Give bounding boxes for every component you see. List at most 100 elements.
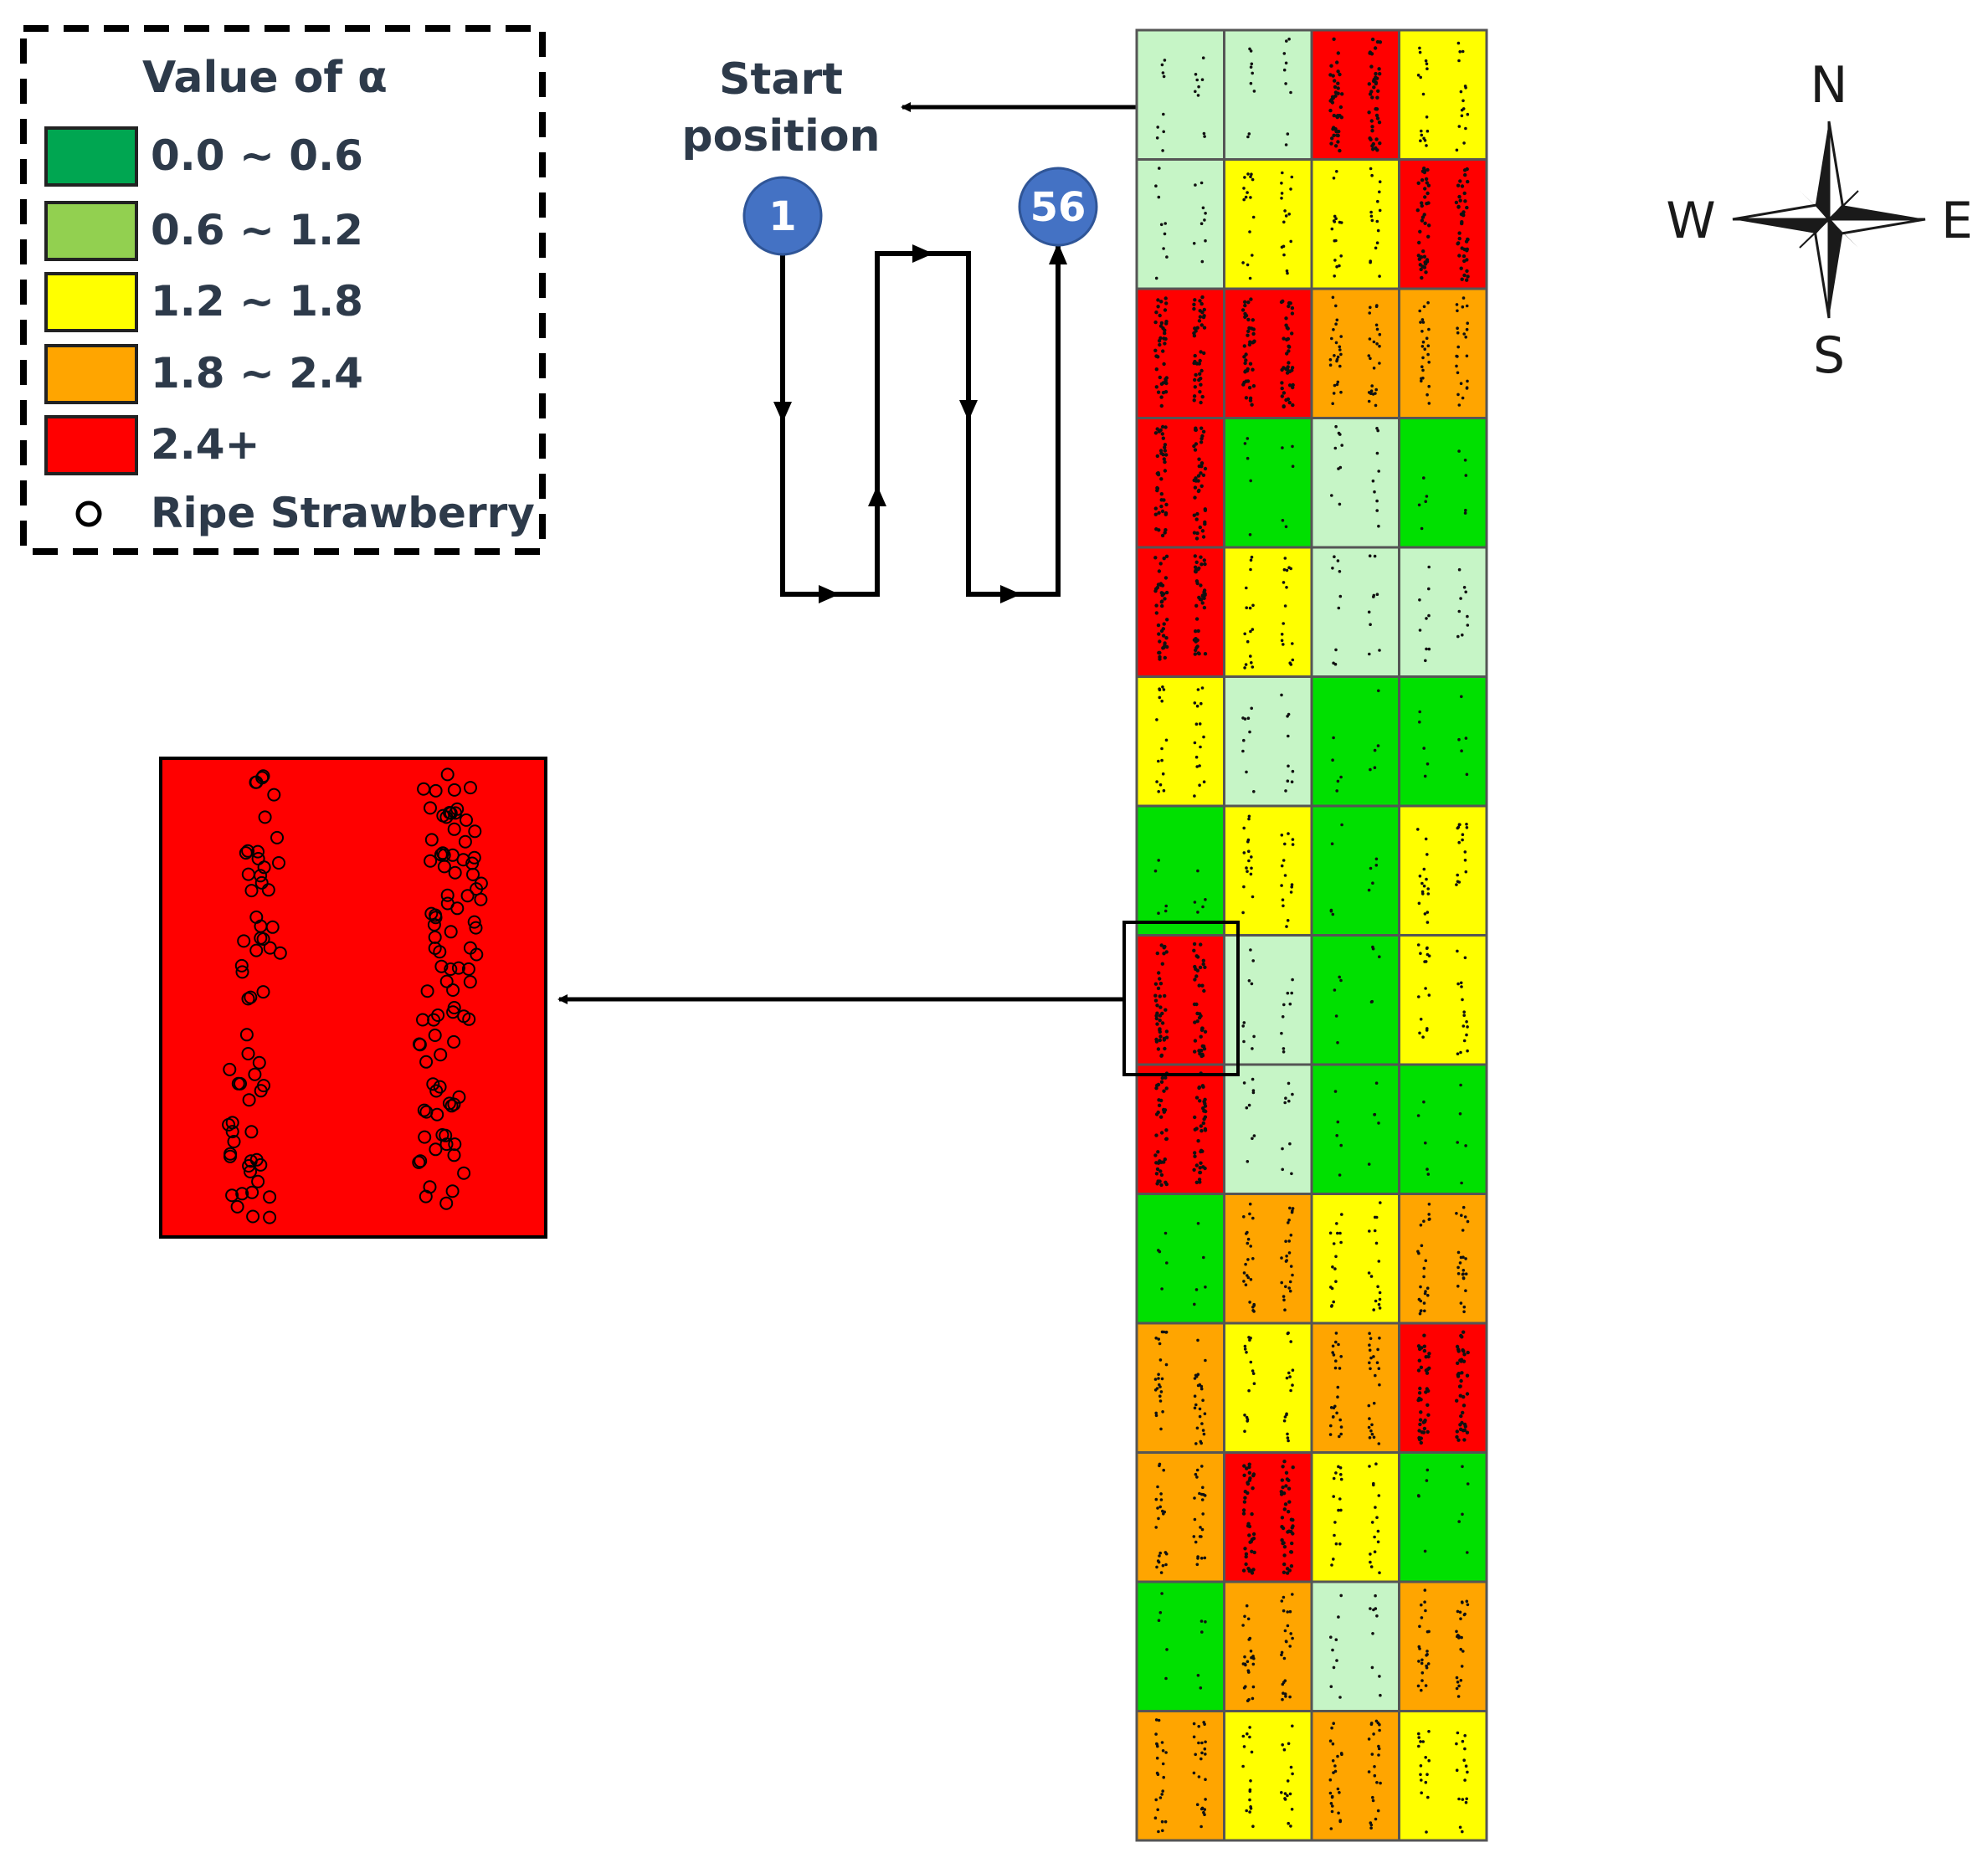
- strawberry-dot: [1370, 1432, 1374, 1436]
- strawberry-dot: [1336, 114, 1340, 118]
- strawberry-dot: [1194, 73, 1198, 76]
- strawberry-dot: [1331, 295, 1335, 300]
- strawberry-dot: [1372, 85, 1376, 90]
- strawberry-dot: [1338, 1819, 1342, 1824]
- strawberry-dot: [1422, 1275, 1426, 1279]
- strawberry-dot: [1422, 1301, 1426, 1305]
- strawberry-dot: [1291, 1368, 1295, 1372]
- strawberry-dot: [1251, 1537, 1256, 1541]
- strawberry-dot: [1418, 629, 1422, 632]
- strawberry-dot: [1377, 1121, 1380, 1125]
- strawberry-dot: [1465, 278, 1469, 282]
- strawberry-dot: [1250, 555, 1254, 559]
- strawberry-dot: [1369, 1722, 1374, 1725]
- strawberry-dot: [1203, 1722, 1206, 1726]
- strawberry-dot: [1335, 318, 1339, 322]
- strawberry-dot: [1328, 73, 1333, 77]
- strawberry-dot: [1424, 1756, 1427, 1759]
- ripe-strawberry-icon: [230, 1199, 244, 1214]
- strawberry-dot: [1424, 1684, 1428, 1687]
- strawberry-dot: [1198, 597, 1203, 602]
- strawberry-dot: [1164, 512, 1169, 516]
- strawberry-dot: [1418, 1422, 1422, 1427]
- strawberry-dot: [1459, 266, 1463, 270]
- strawberry-dot: [1280, 182, 1283, 185]
- strawberry-dot: [1242, 851, 1246, 855]
- strawberry-dot: [1461, 254, 1467, 259]
- strawberry-dot: [1370, 173, 1374, 177]
- strawberry-dot: [1282, 220, 1286, 224]
- strawberry-dot: [1287, 361, 1291, 365]
- ripe-strawberry-icon: [227, 1135, 241, 1148]
- strawberry-dot: [1197, 362, 1202, 366]
- strawberry-dot: [1423, 262, 1428, 266]
- strawberry-dot: [1418, 1418, 1423, 1422]
- strawberry-dot: [1192, 948, 1196, 953]
- strawberry-dot: [1251, 895, 1255, 899]
- strawberry-dot: [1425, 144, 1428, 147]
- strawberry-dot: [1336, 355, 1340, 359]
- strawberry-dot: [1424, 1355, 1428, 1359]
- strawberry-dot: [1243, 1547, 1247, 1551]
- strawberry-dot: [1457, 403, 1461, 407]
- strawberry-dot: [1201, 56, 1205, 59]
- strawberry-dot: [1336, 380, 1340, 384]
- plot-cell-r3-c4: [1398, 287, 1488, 419]
- strawberry-dot: [1332, 37, 1336, 41]
- strawberry-dot: [1376, 1347, 1379, 1352]
- strawberry-dot: [1247, 817, 1251, 821]
- strawberry-dot: [1160, 747, 1164, 751]
- strawberry-dot: [1368, 1465, 1371, 1468]
- strawberry-dot: [1378, 955, 1381, 958]
- strawberry-dot: [1287, 369, 1292, 374]
- ripe-strawberry-icon: [427, 917, 441, 932]
- strawberry-dot: [1155, 471, 1160, 475]
- strawberry-dot: [1374, 1373, 1377, 1378]
- start-position: Start position: [681, 54, 1184, 162]
- strawberry-dot: [1241, 1764, 1245, 1768]
- strawberry-dot: [1153, 1816, 1158, 1819]
- strawberry-dot: [1244, 1283, 1248, 1286]
- strawberry-dot: [1158, 639, 1162, 644]
- strawberry-dot: [1195, 511, 1199, 516]
- strawberry-dot: [1374, 864, 1379, 867]
- strawberry-dot: [1427, 587, 1431, 591]
- strawberry-dot: [1423, 774, 1427, 778]
- strawberry-dot: [1457, 880, 1461, 884]
- strawberry-dot: [1287, 1239, 1291, 1243]
- strawberry-dot: [1193, 1394, 1197, 1398]
- ripe-strawberry-icon: [450, 901, 465, 916]
- strawberry-dot: [1155, 1742, 1158, 1746]
- strawberry-dot: [1155, 1083, 1159, 1088]
- strawberry-dot: [1461, 1465, 1464, 1469]
- strawberry-dot: [1370, 1665, 1374, 1670]
- strawberry-dot: [1339, 1425, 1343, 1429]
- strawberry-dot: [1333, 1267, 1337, 1270]
- strawberry-dot: [1199, 181, 1204, 185]
- strawberry-dot: [1336, 86, 1340, 90]
- strawberry-dot: [1421, 356, 1425, 360]
- strawberry-dot: [1427, 993, 1431, 997]
- strawberry-dot: [1465, 167, 1469, 172]
- strawberry-dot: [1465, 205, 1469, 210]
- strawberry-dot: [1378, 344, 1381, 348]
- strawberry-dot: [1328, 363, 1333, 367]
- strawberry-dot: [1291, 1092, 1294, 1096]
- strawberry-dot: [1161, 149, 1164, 152]
- strawberry-dot: [1371, 1632, 1374, 1635]
- strawberry-dot: [1194, 1002, 1199, 1007]
- strawberry-dot: [1378, 141, 1382, 146]
- strawberry-dot: [1287, 213, 1291, 216]
- strawberry-dot: [1160, 1592, 1164, 1595]
- strawberry-dot: [1153, 556, 1158, 560]
- strawberry-dot: [1457, 823, 1461, 826]
- ripe-strawberry-marker-icon: [75, 500, 102, 527]
- strawberry-dot: [1194, 442, 1199, 446]
- strawberry-dot: [1426, 921, 1430, 924]
- strawberry-dot: [1337, 606, 1341, 610]
- strawberry-dot: [1160, 699, 1164, 703]
- strawberry-dot: [1424, 1259, 1428, 1263]
- strawberry-dot: [1245, 1466, 1249, 1470]
- strawberry-dot: [1249, 479, 1252, 483]
- strawberry-dot: [1242, 1686, 1246, 1690]
